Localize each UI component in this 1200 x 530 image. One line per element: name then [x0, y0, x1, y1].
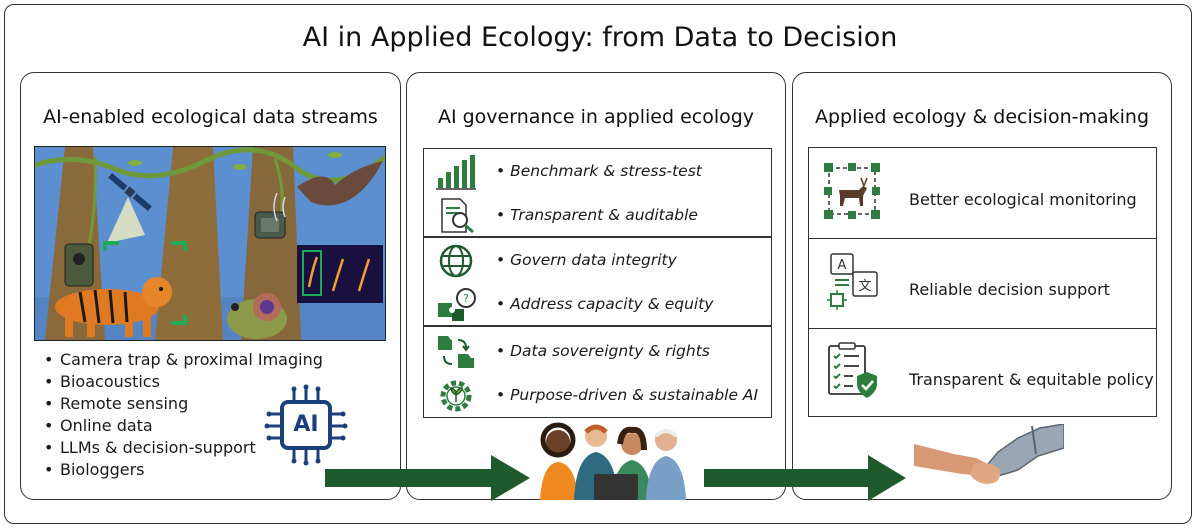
list-item: Biologgers [44, 459, 323, 481]
panel-title-governance: AI governance in applied ecology [437, 106, 755, 128]
list-item: Remote sensing [44, 393, 323, 415]
outcome-label: Transparent & equitable policy [909, 370, 1154, 389]
handshake-svg [914, 423, 1065, 484]
outcome-row: A 文 Reliable decision support [809, 238, 1156, 329]
svg-text:A: A [838, 258, 847, 273]
arrow-to-decision [704, 455, 906, 501]
list-item: LLMs & decision-support [44, 437, 323, 459]
outcome-list: Better ecological monitoring A 文 Reliabl… [808, 147, 1157, 417]
translation-chip-icon: A 文 [823, 252, 881, 310]
deer-detection-icon [823, 162, 881, 220]
governance-row: ? Address capacity & equity [424, 283, 771, 327]
governance-principle: Govern data integrity [496, 251, 677, 269]
people-group-svg [540, 422, 686, 500]
spectrogram-panel [297, 245, 383, 303]
people-group-illustration [536, 420, 686, 500]
ecology-scene-illustration [34, 146, 386, 341]
outcome-row: Transparent & equitable policy [809, 328, 1156, 418]
outcome-row: Better ecological monitoring [809, 148, 1156, 239]
ai-chip-svg [264, 384, 348, 466]
bat-illustration [273, 161, 383, 222]
document-magnifier-icon [436, 198, 476, 234]
puzzle-question-icon: ? [436, 287, 476, 323]
governance-group-3: Data sovereignty & rights Purpose-driven… [423, 326, 772, 418]
governance-principle: Address capacity & equity [496, 295, 713, 313]
arrow-to-governance [325, 455, 530, 501]
governance-group-2: Govern data integrity ? Address capacity… [423, 237, 772, 326]
governance-group-1: Benchmark & stress-test Transparent & au… [423, 148, 772, 237]
outcome-label: Reliable decision support [909, 280, 1110, 299]
handshake-illustration [914, 423, 1065, 496]
outcome-label: Better ecological monitoring [909, 190, 1137, 209]
governance-principle: Purpose-driven & sustainable AI [496, 386, 758, 404]
tree-trunk-right [241, 147, 301, 340]
figure-title: AI in Applied Ecology: from Data to Deci… [302, 22, 898, 53]
governance-principle: Transparent & auditable [496, 206, 698, 224]
governance-principle: Benchmark & stress-test [496, 162, 702, 180]
checklist-shield-icon [823, 342, 881, 400]
figure-frame [4, 4, 1192, 524]
governance-row: Data sovereignty & rights [424, 330, 771, 374]
list-item: Online data [44, 415, 323, 437]
governance-row: Benchmark & stress-test [424, 150, 771, 194]
governance-row: Purpose-driven & sustainable AI [424, 374, 771, 418]
governance-row: Govern data integrity [424, 239, 771, 283]
list-item: Bioacoustics [44, 371, 323, 393]
scene-svg [35, 147, 385, 340]
folder-transfer-icon [436, 334, 476, 370]
tree-trunk-middle [155, 147, 223, 340]
toad-illustration [227, 293, 287, 339]
ai-chip-icon: AI [264, 384, 348, 468]
globe-icon [436, 243, 476, 279]
bar-chart-icon [436, 154, 476, 190]
governance-principle: Data sovereignty & rights [496, 342, 710, 360]
panel-title-data-streams: AI-enabled ecological data streams [43, 106, 378, 128]
gear-leaf-icon [436, 378, 476, 414]
list-item: Camera trap & proximal Imaging [44, 349, 323, 371]
data-stream-list: Camera trap & proximal Imaging Bioacoust… [44, 349, 323, 481]
tiger-illustration [55, 277, 172, 337]
panel-title-decision-making: Applied ecology & decision-making [814, 106, 1150, 128]
svg-text:?: ? [463, 292, 469, 305]
ai-badge-label: AI [293, 412, 319, 437]
satellite-icon [108, 172, 152, 212]
svg-text:文: 文 [858, 279, 871, 294]
governance-row: Transparent & auditable [424, 194, 771, 238]
